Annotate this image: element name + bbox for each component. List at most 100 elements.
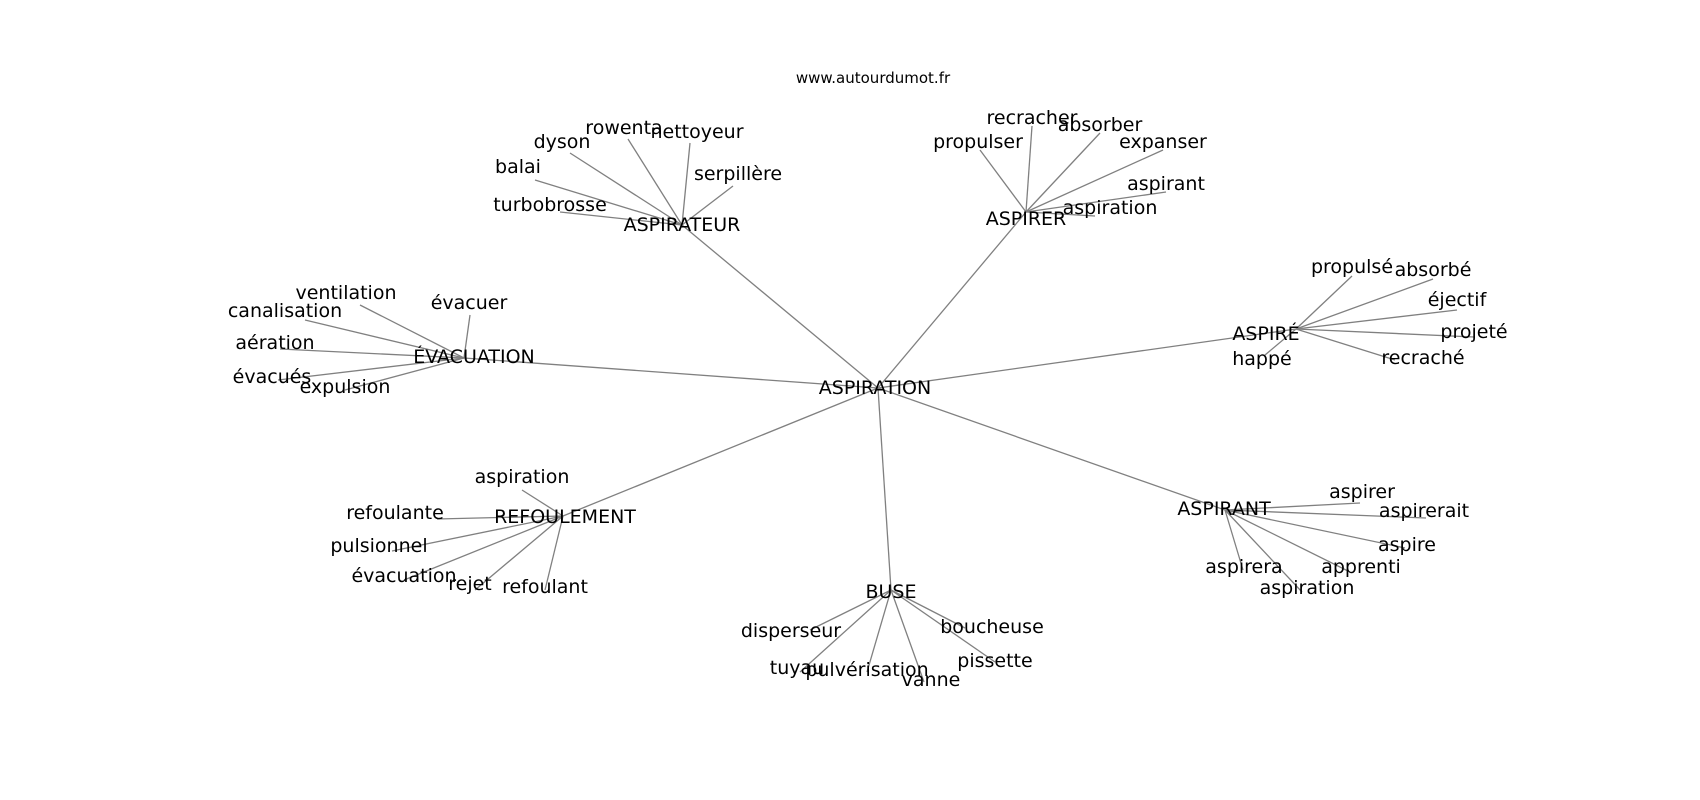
word-aspirant-1[interactable]: aspirerait (1379, 500, 1469, 522)
word-aspirer-3[interactable]: expanser (1119, 131, 1207, 153)
edge-aspirer-5 (1025, 211, 1096, 217)
edge-aspire-1 (1295, 278, 1434, 330)
edge-aspirer-3 (1025, 149, 1164, 213)
center-node: ASPIRATION (819, 377, 931, 399)
word-refoulement-0[interactable]: aspiration (475, 466, 570, 488)
edge-buse-3 (890, 589, 925, 683)
edge-aspirer-1 (1025, 125, 1033, 213)
word-aspirateur-3[interactable]: nettoyeur (650, 121, 743, 143)
word-aspirateur-1[interactable]: dyson (534, 131, 591, 153)
node-aspirant[interactable]: ASPIRANT (1177, 498, 1271, 520)
word-buse-0[interactable]: disperseur (741, 620, 841, 642)
edge-center-aspirant (877, 387, 1226, 511)
word-evacuation-0[interactable]: ventilation (295, 282, 396, 304)
word-refoulement-3[interactable]: évacuation (351, 565, 456, 587)
word-aspirer-5[interactable]: aspiration (1063, 197, 1158, 219)
word-refoulement-1[interactable]: refoulante (346, 502, 444, 524)
word-evacuation-5[interactable]: expulsion (300, 376, 391, 398)
edge-center-aspire (877, 328, 1297, 389)
edge-evacuation-5 (344, 357, 465, 391)
source-watermark: www.autourdumot.fr (796, 69, 951, 87)
graph-edges (277, 125, 1475, 683)
edge-aspirer-4 (1025, 191, 1167, 213)
edge-aspire-3 (1295, 328, 1475, 338)
edge-aspirant-0 (1224, 502, 1361, 511)
edge-aspirateur-2 (627, 138, 683, 226)
node-refoulement[interactable]: REFOULEMENT (494, 506, 636, 528)
word-aspirant-5[interactable]: aspiration (1260, 577, 1355, 599)
edge-evacuation-4 (277, 357, 465, 381)
word-buse-3[interactable]: vanne (902, 669, 961, 691)
edge-refoulement-2 (391, 515, 564, 552)
word-aspirateur-4[interactable]: serpillère (694, 163, 782, 185)
word-refoulement-2[interactable]: pulsionnel (330, 535, 427, 557)
word-aspire-2[interactable]: éjectif (1428, 289, 1488, 311)
word-aspirant-2[interactable]: aspire (1378, 534, 1436, 556)
node-aspire[interactable]: ASPIRÉ (1232, 322, 1299, 345)
word-refoulement-5[interactable]: refoulant (502, 576, 588, 598)
graph-labels: www.autourdumot.fr ASPIRATION ASPIRATEUR… (228, 69, 1508, 691)
word-evacuation-1[interactable]: canalisation (228, 300, 342, 322)
edge-aspirer-0 (979, 149, 1027, 213)
edge-aspirer-2 (1025, 132, 1101, 213)
word-buse-4[interactable]: boucheuse (940, 616, 1044, 638)
node-evacuation[interactable]: ÉVACUATION (413, 345, 535, 368)
node-aspirer[interactable]: ASPIRER (986, 208, 1067, 230)
edge-evacuation-0 (359, 304, 465, 359)
word-buse-2[interactable]: pulvérisation (805, 659, 928, 681)
node-buse[interactable]: BUSE (865, 581, 916, 603)
edge-evacuation-2 (463, 314, 471, 359)
edge-aspire-5 (1264, 328, 1297, 356)
edge-center-evacuation (463, 357, 879, 389)
word-evacuation-3[interactable]: aération (235, 332, 314, 354)
word-aspire-4[interactable]: recraché (1381, 347, 1464, 369)
edge-center-aspirer (877, 211, 1027, 389)
edge-evacuation-3 (279, 348, 465, 359)
edge-aspirant-4 (1224, 509, 1244, 571)
edge-aspire-0 (1295, 275, 1353, 330)
word-aspire-5[interactable]: happé (1232, 348, 1292, 370)
node-aspirateur[interactable]: ASPIRATEUR (624, 214, 741, 236)
word-aspirant-0[interactable]: aspirer (1329, 481, 1395, 503)
edge-buse-1 (799, 589, 892, 673)
word-aspirateur-2[interactable]: rowenta (585, 117, 662, 139)
word-aspirer-2[interactable]: absorber (1058, 114, 1143, 136)
edge-buse-2 (866, 589, 892, 673)
edge-aspire-4 (1295, 328, 1396, 361)
edge-aspirant-3 (1224, 509, 1349, 572)
word-aspirer-0[interactable]: propulser (933, 131, 1023, 153)
edge-aspirant-2 (1224, 509, 1406, 549)
edge-center-refoulement (562, 387, 879, 517)
word-aspirant-4[interactable]: aspirera (1205, 556, 1282, 578)
word-aspirateur-0[interactable]: balai (495, 156, 541, 178)
word-refoulement-4[interactable]: rejet (448, 573, 492, 595)
word-buse-5[interactable]: pissette (957, 650, 1032, 672)
edge-aspirateur-4 (681, 185, 734, 226)
edge-aspirant-5 (1224, 509, 1303, 593)
word-aspirateur-5[interactable]: turbobrosse (493, 194, 607, 216)
word-buse-1[interactable]: tuyau (770, 657, 824, 679)
edge-buse-0 (809, 589, 892, 631)
edge-aspirateur-3 (681, 142, 691, 226)
edge-aspirateur-0 (534, 179, 683, 226)
edge-aspirant-1 (1224, 509, 1427, 519)
edge-aspirateur-5 (559, 211, 683, 226)
edge-refoulement-5 (544, 515, 564, 591)
edge-center-aspirateur (681, 224, 879, 389)
word-aspire-0[interactable]: propulsé (1311, 256, 1393, 278)
edge-refoulement-1 (436, 515, 564, 520)
word-aspirant-3[interactable]: apprenti (1321, 556, 1401, 578)
word-aspire-3[interactable]: projeté (1440, 321, 1507, 343)
word-aspirer-4[interactable]: aspirant (1127, 173, 1205, 195)
edge-aspirateur-1 (569, 152, 683, 226)
word-aspire-1[interactable]: absorbé (1395, 259, 1472, 281)
edge-evacuation-1 (304, 319, 465, 359)
edge-center-buse (877, 387, 892, 591)
word-evacuation-4[interactable]: évacués (233, 366, 312, 388)
edge-refoulement-3 (403, 515, 564, 581)
word-aspirer-1[interactable]: recracher (987, 107, 1078, 129)
edge-refoulement-4 (474, 515, 564, 591)
word-evacuation-2[interactable]: évacuer (431, 292, 508, 314)
edge-buse-4 (890, 589, 966, 629)
